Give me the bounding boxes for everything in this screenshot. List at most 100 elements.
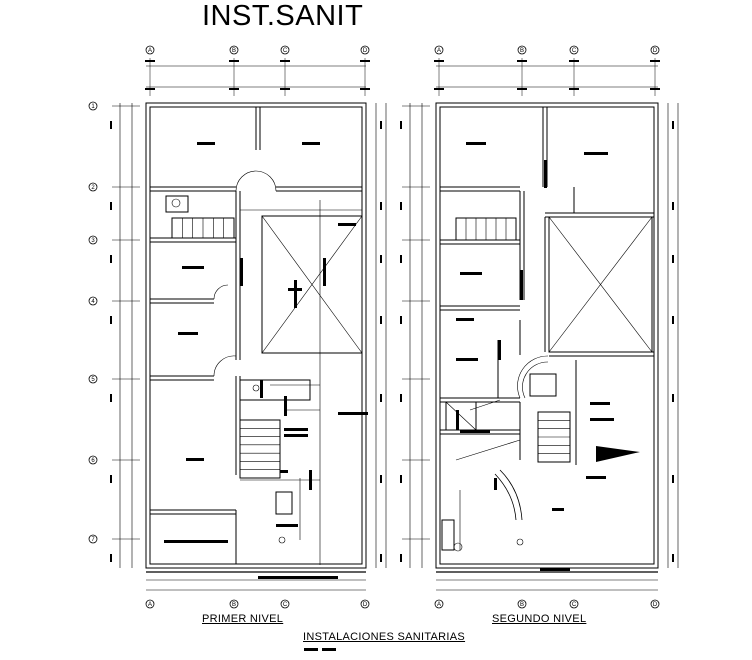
label-mark (197, 142, 215, 145)
curved-wall (522, 361, 549, 399)
grid-bubble-bottom-label: C (283, 602, 288, 608)
grid-bubble-bottom-label: B (520, 602, 524, 608)
curved-wall (494, 473, 517, 521)
grid-bubble-bottom-label: D (363, 602, 368, 608)
grid-bubble-top-label: D (363, 48, 368, 54)
grid-bubble-row-label: 4 (91, 299, 95, 305)
label-mark (552, 508, 564, 511)
grid-bubble-top (145, 45, 155, 55)
dimension-mark (400, 475, 402, 483)
grid-bubble-top-label: C (283, 48, 288, 54)
curved-wall (517, 355, 549, 399)
label-mark (460, 272, 482, 275)
caption-instalaciones-sanitarias: INSTALACIONES SANITARIAS (303, 631, 466, 643)
grid-bubble-top (280, 45, 290, 55)
dimension-mark (672, 316, 674, 324)
label-mark (338, 412, 368, 415)
grid-bubble-row-label: 1 (91, 104, 95, 110)
grid-bubble-row-label: 5 (91, 377, 95, 383)
label-mark (590, 402, 610, 405)
drain-icon (516, 538, 524, 546)
dimension-mark (110, 316, 112, 324)
grid-bubble-bottom (280, 599, 290, 609)
label-mark (338, 223, 356, 226)
dimension-mark (569, 60, 579, 62)
dimension-mark (380, 121, 382, 129)
outer-wall (145, 102, 367, 569)
grid-bubble-row-label: 3 (91, 238, 95, 244)
label-mark (280, 470, 288, 473)
door-swing (213, 355, 237, 377)
pipe-annotation (520, 270, 523, 300)
label-mark (466, 142, 486, 145)
caption-primer-nivel: PRIMER NIVEL (202, 613, 284, 625)
dimension-mark (400, 255, 402, 263)
grid-bubble-row (88, 534, 98, 544)
grid-bubble-row (88, 235, 98, 245)
grid-bubble-bottom-label: C (572, 602, 577, 608)
dimension-mark (110, 121, 112, 129)
pipe-annotation (544, 160, 547, 188)
label-mark (182, 266, 204, 269)
pipe-annotation (240, 258, 243, 286)
dimension-mark (229, 60, 239, 62)
grid-bubble-row (88, 374, 98, 384)
caption-segundo-nivel: SEGUNDO NIVEL (492, 613, 587, 625)
fixture (275, 491, 293, 515)
dimension-mark (145, 88, 155, 90)
pipe-line (455, 439, 521, 461)
dimension-mark (110, 394, 112, 402)
label-mark (258, 576, 338, 579)
fixture (165, 195, 189, 213)
dimension-mark (110, 255, 112, 263)
dimension-mark (517, 88, 527, 90)
void-opening (548, 216, 653, 353)
grid-bubble-bottom-label: B (232, 602, 236, 608)
grid-bubble-bottom (360, 599, 370, 609)
label-mark (178, 332, 198, 335)
void-diagonal (261, 215, 363, 354)
pipe-annotation (494, 478, 497, 490)
label-mark (276, 524, 298, 527)
label-mark (540, 568, 570, 571)
grid-bubble-row-label: 6 (91, 458, 95, 464)
label-mark (586, 476, 606, 479)
label-mark (302, 142, 320, 145)
grid-bubble-top-label: B (520, 48, 524, 54)
dimension-mark (672, 202, 674, 210)
grid-bubble-top (229, 45, 239, 55)
label-mark (584, 152, 608, 155)
dimension-mark (380, 316, 382, 324)
pipe-annotation (456, 410, 459, 430)
drain-icon (453, 542, 463, 552)
grid-bubble-row (88, 455, 98, 465)
dimension-mark (672, 255, 674, 263)
grid-bubble-top (434, 45, 444, 55)
grid-bubble-row (88, 101, 98, 111)
grid-bubble-bottom (569, 599, 579, 609)
curved-wall (499, 469, 523, 521)
pipe-line (469, 399, 501, 411)
dimension-mark (650, 60, 660, 62)
grid-bubble-bottom-label: A (437, 602, 441, 608)
dimension-mark (380, 394, 382, 402)
label-mark (186, 458, 204, 461)
dimension-mark (672, 394, 674, 402)
door-swing (235, 170, 277, 192)
pipe-annotation (323, 258, 326, 286)
grid-bubble-bottom (434, 599, 444, 609)
toilet-icon (171, 198, 181, 208)
dimension-mark (672, 554, 674, 562)
grid-bubble-top-label: C (572, 48, 577, 54)
fixture (529, 373, 557, 397)
label-mark (164, 540, 228, 543)
label-mark (460, 430, 490, 433)
grid-bubble-row (88, 182, 98, 192)
fixture (239, 379, 311, 401)
dimension-mark (672, 121, 674, 129)
dimension-mark (380, 255, 382, 263)
dimension-mark (360, 60, 370, 62)
